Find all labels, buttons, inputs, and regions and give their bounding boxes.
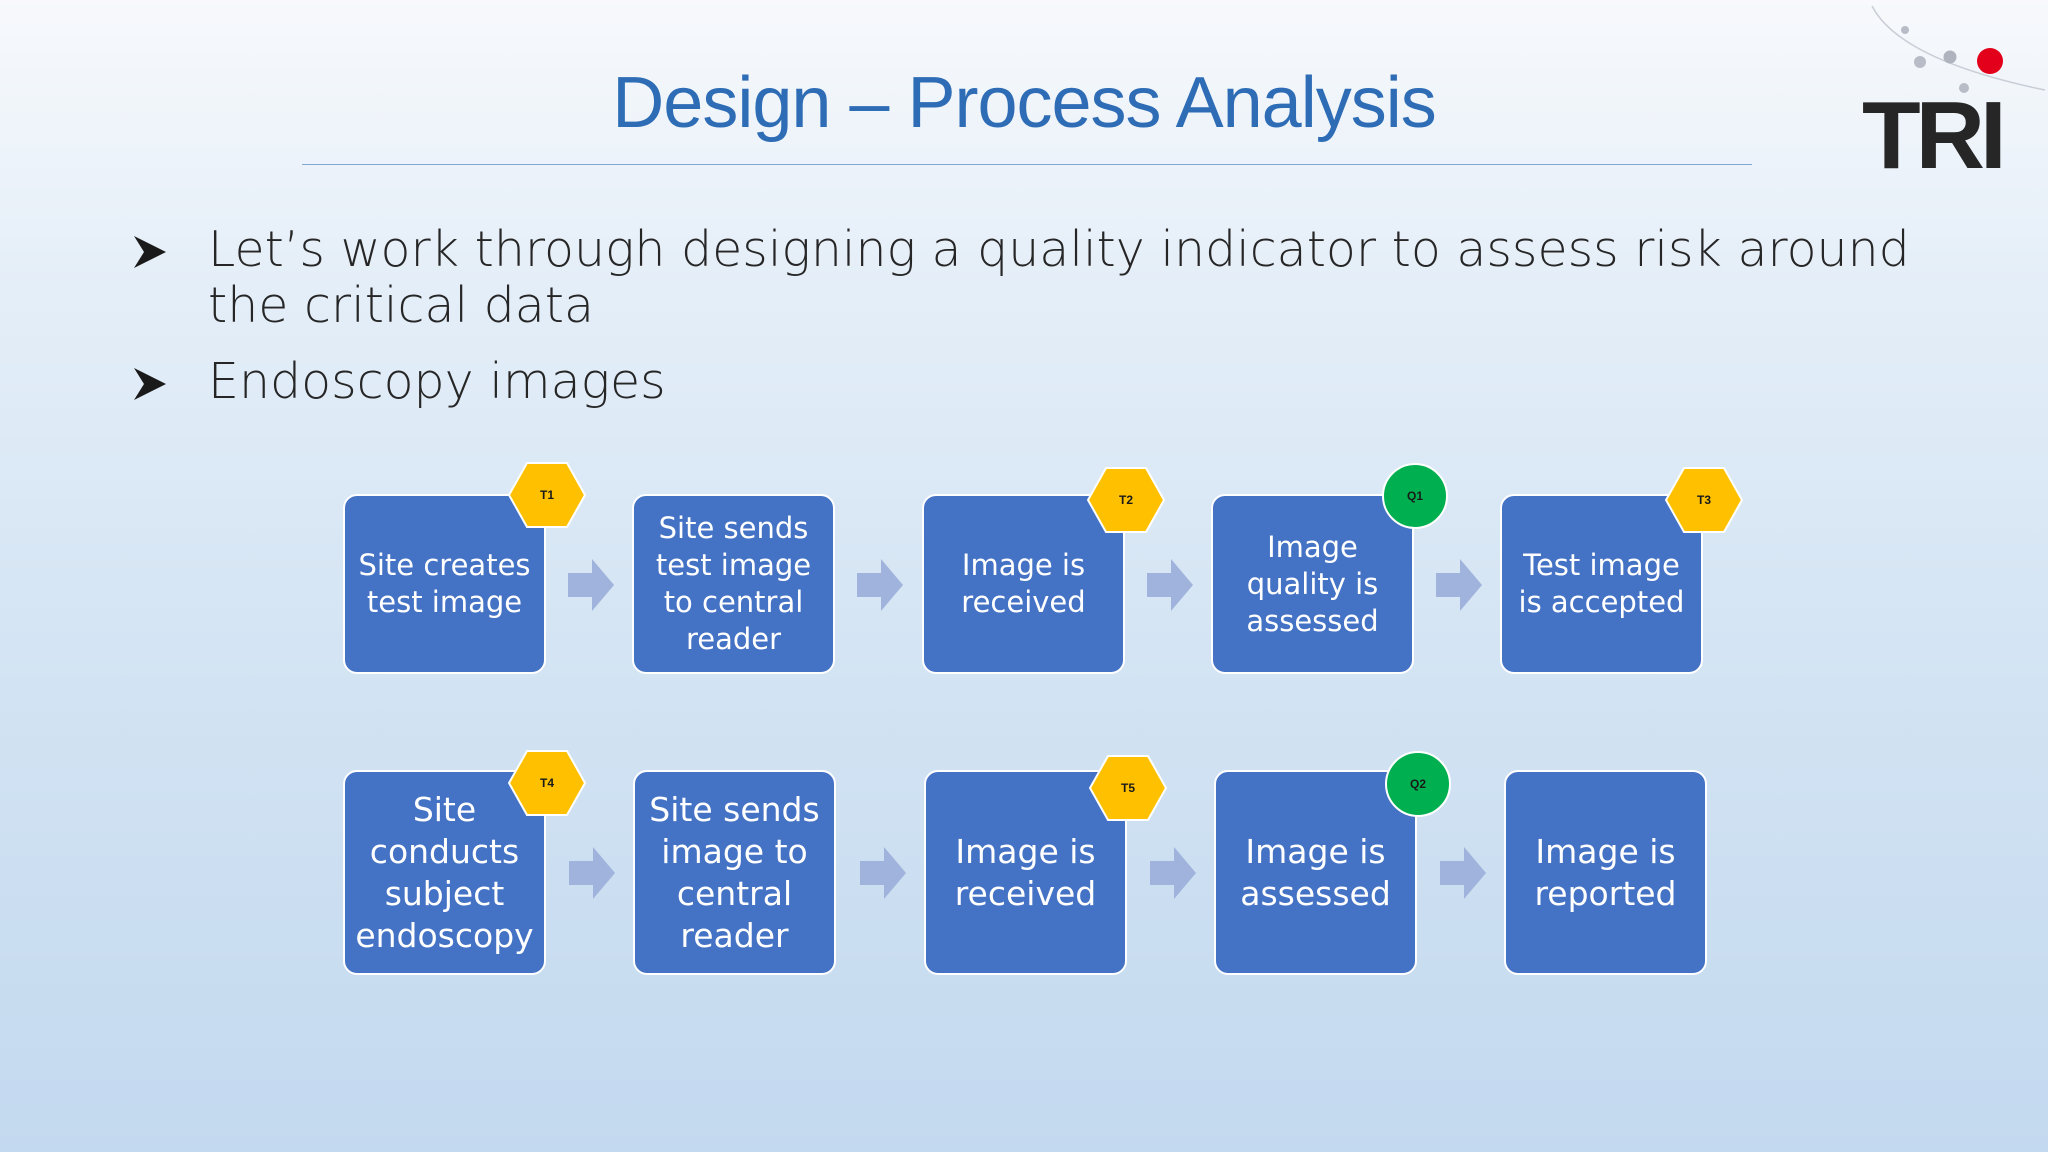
badge-label: T4 [539,776,554,790]
tri-logo-text: TRI [1862,82,2007,189]
process-step: Image quality is assessed [1211,494,1414,674]
bullet-item: Let’s work through designing a quality i… [130,222,1920,334]
tri-logo-mark [1871,5,2046,93]
bullet-text: Let’s work through designing a quality i… [208,221,1910,334]
process-step: Site creates test image [343,494,546,674]
process-step: Image is received [922,494,1125,674]
process-step: Image is reported [1504,770,1707,975]
title-divider [302,164,1752,165]
process-step: Image is assessed [1214,770,1417,975]
badge-label: T1 [539,488,554,502]
process-step: Site sends test image to central reader [632,494,835,674]
bullet-text: Endoscopy images [208,353,666,410]
flow-arrow-icon [1150,847,1196,899]
process-step: Image is received [924,770,1127,975]
timing-badge-hexagon: T1 [508,461,586,529]
process-step: Site sends image to central reader [633,770,836,975]
timing-badge-hexagon: T5 [1089,754,1167,822]
timing-badge-hexagon: T3 [1665,466,1743,534]
arrowhead-bullet-icon [134,236,166,268]
slide-title: Design – Process Analysis [612,63,1436,143]
flow-arrow-icon [857,559,903,611]
bullet-item: Endoscopy images [130,354,1920,410]
process-step: Site conducts subject endoscopy [343,770,546,975]
timing-badge-hexagon: T2 [1087,466,1165,534]
badge-label: Q1 [1406,489,1423,503]
flow-arrow-icon [1440,847,1486,899]
arrowhead-bullet-icon [134,368,166,400]
process-step: Test image is accepted [1500,494,1703,674]
quality-badge-circle: Q2 [1379,750,1457,818]
flow-arrow-icon [1147,559,1193,611]
badge-label: Q2 [1409,777,1426,791]
badge-label: T5 [1120,781,1135,795]
flow-arrow-icon [1436,559,1482,611]
bullet-list: Let’s work through designing a quality i… [130,222,1920,430]
quality-badge-circle: Q1 [1376,462,1454,530]
timing-badge-hexagon: T4 [508,749,586,817]
flow-arrow-icon [568,559,614,611]
flow-arrow-icon [569,847,615,899]
badge-label: T3 [1696,493,1711,507]
flow-arrow-icon [860,847,906,899]
badge-label: T2 [1118,493,1133,507]
